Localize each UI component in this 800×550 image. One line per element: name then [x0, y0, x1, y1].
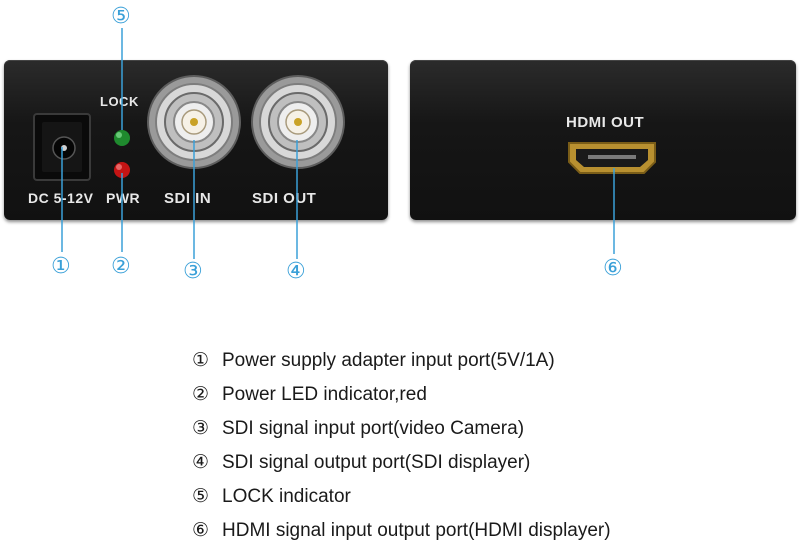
- legend-item: ② Power LED indicator,red: [192, 377, 792, 411]
- converter-hdmi-panel: HDMI OUT: [410, 60, 796, 220]
- legend-number: ⑥: [192, 519, 210, 541]
- legend-number: ⑤: [192, 485, 210, 507]
- callout-number-4: ④: [286, 259, 306, 284]
- dc-label: DC 5-12V: [28, 190, 94, 206]
- sdi-in-label: SDI IN: [164, 190, 212, 207]
- legend-number: ②: [192, 383, 210, 405]
- lock-label: LOCK: [100, 94, 139, 109]
- legend-text: Power supply adapter input port(5V/1A): [222, 350, 555, 371]
- sdi-out-bnc-connector: [251, 75, 345, 169]
- hdmi-port: [568, 142, 656, 174]
- converter-sdi-panel: LOCK PWR DC 5-12V SDI IN SDI OUT: [4, 60, 388, 220]
- legend-text: LOCK indicator: [222, 486, 351, 507]
- legend-number: ④: [192, 451, 210, 473]
- callout-number-5: ⑤: [111, 4, 131, 29]
- callout-number-1: ①: [51, 254, 71, 279]
- callout-number-2: ②: [111, 254, 131, 279]
- legend-number: ①: [192, 349, 210, 371]
- pwr-led: [114, 162, 130, 178]
- pwr-label: PWR: [106, 190, 141, 206]
- legend-number: ③: [192, 417, 210, 439]
- legend-item: ③ SDI signal input port(video Camera): [192, 411, 792, 445]
- legend-text: SDI signal output port(SDI displayer): [222, 452, 531, 473]
- callout-number-6: ⑥: [603, 256, 623, 281]
- lock-led: [114, 130, 130, 146]
- callout-lines: [61, 28, 615, 259]
- legend-item: ⑥ HDMI signal input output port(HDMI disp…: [192, 513, 792, 547]
- legend-text: SDI signal input port(video Camera): [222, 418, 525, 439]
- legend-item: ⑤ LOCK indicator: [192, 479, 792, 513]
- callout-number-3: ③: [183, 259, 203, 284]
- legend-item: ① Power supply adapter input port(5V/1A): [192, 343, 792, 377]
- legend-item: ④ SDI signal output port(SDI displayer): [192, 445, 792, 479]
- hdmi-out-label: HDMI OUT: [566, 114, 645, 131]
- sdi-out-label: SDI OUT: [252, 190, 317, 207]
- sdi-in-bnc-connector: [147, 75, 241, 169]
- legend-text: Power LED indicator,red: [222, 384, 427, 405]
- legend-text: HDMI signal input output port(HDMI displ…: [222, 520, 611, 541]
